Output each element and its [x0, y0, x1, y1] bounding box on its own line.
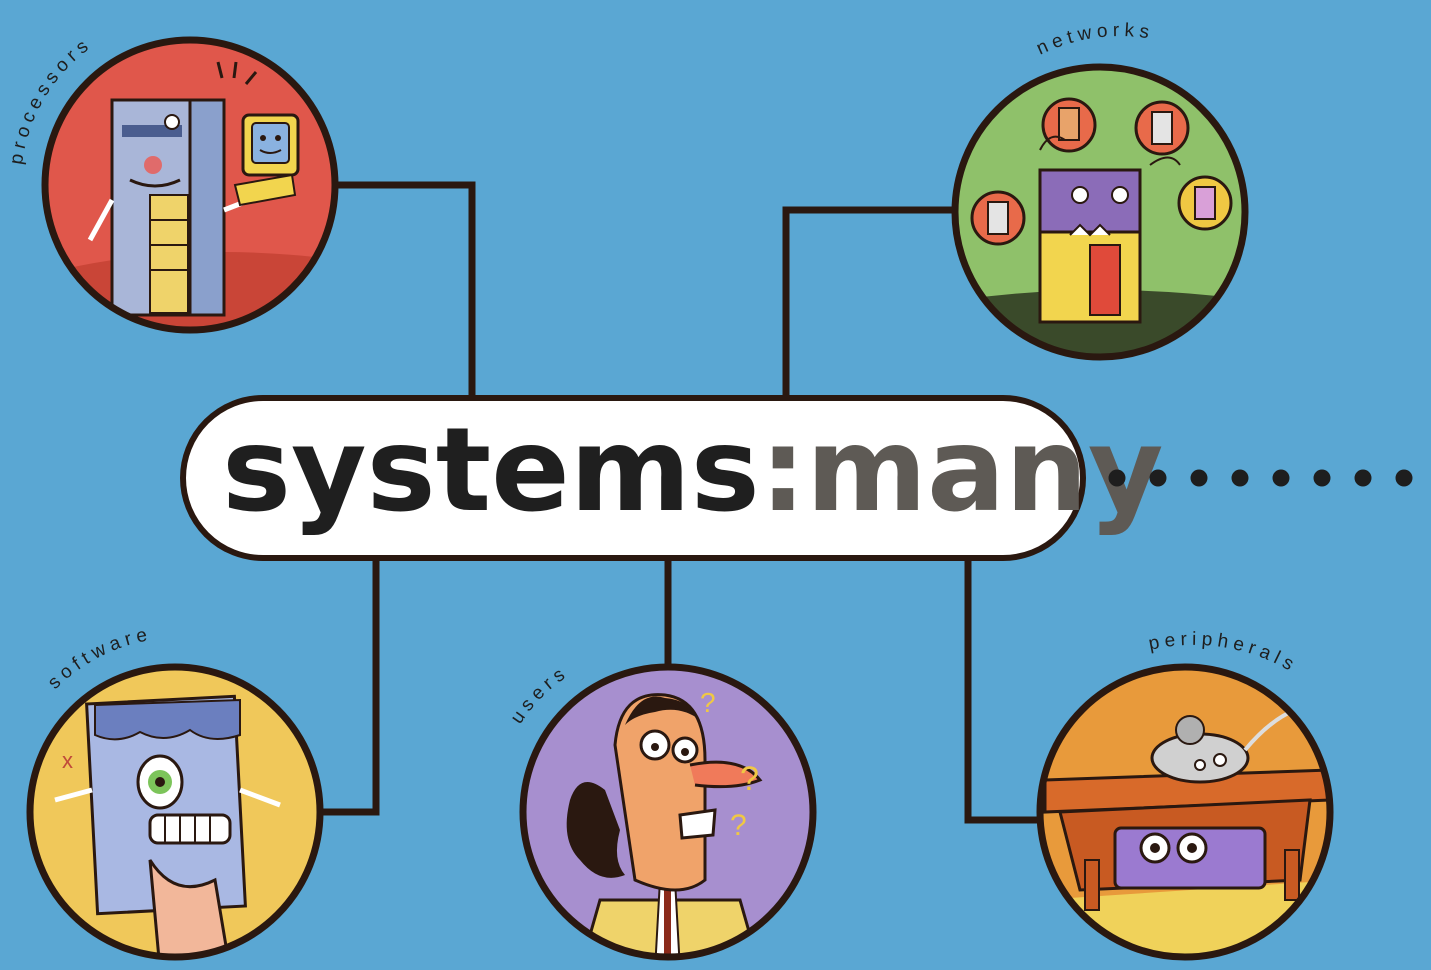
node-users: ? ? ? users — [507, 661, 817, 961]
node-peripherals: peripherals — [1036, 629, 1334, 961]
node-networks: networks — [951, 20, 1249, 361]
connector-processors — [335, 181, 476, 405]
label-networks: networks — [1033, 20, 1155, 59]
page-title: systems:many — [222, 403, 1164, 538]
title-colon: : — [760, 403, 806, 538]
title-pill: systems:many — [180, 395, 1164, 561]
node-processors: processors — [6, 33, 339, 334]
svg-text:?: ? — [740, 760, 759, 798]
svg-text:?: ? — [700, 687, 716, 718]
title-word-many: many — [806, 403, 1163, 538]
svg-text:x: x — [62, 748, 73, 773]
connector-software — [318, 552, 380, 816]
dotted-trail — [1108, 469, 1413, 487]
software-box-illustration: x — [54, 694, 281, 957]
connector-peripherals — [964, 552, 1042, 824]
connector-networks — [782, 206, 955, 405]
node-software: x software — [26, 624, 324, 961]
connectors — [318, 181, 1042, 824]
title-word-systems: systems — [222, 403, 760, 538]
svg-text:?: ? — [730, 809, 747, 842]
